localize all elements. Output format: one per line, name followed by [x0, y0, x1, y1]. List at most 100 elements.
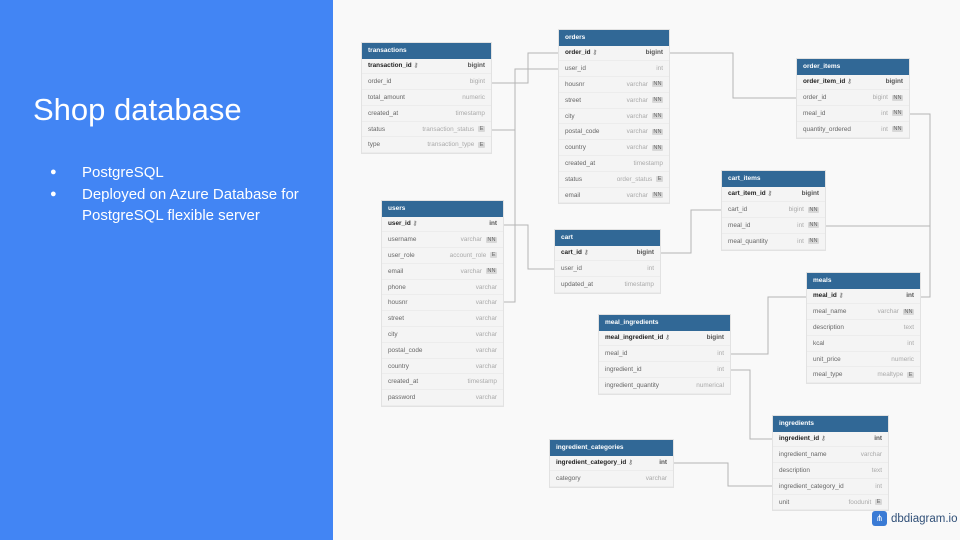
table-header[interactable]: cart	[555, 230, 660, 246]
field-name: created_at	[368, 110, 398, 117]
constraint-badge: NN	[485, 236, 497, 243]
table-header[interactable]: cart_items	[722, 171, 825, 187]
table-header[interactable]: meal_ingredients	[599, 315, 730, 331]
field-name: meal_id	[803, 110, 825, 117]
constraint-badge: NN	[807, 238, 819, 245]
table-field[interactable]: user_id⚷int	[382, 217, 503, 233]
table-header[interactable]: orders	[559, 30, 669, 46]
field-type-text: varchar	[645, 475, 667, 483]
table-field[interactable]: cart_item_id⚷bigint	[722, 187, 825, 203]
table-field[interactable]: order_item_id⚷bigint	[797, 75, 909, 91]
field-type-text: numerical	[696, 381, 724, 389]
field-name-text: unit	[779, 498, 790, 506]
table-field[interactable]: meal_ingredient_id⚷bigint	[599, 331, 730, 347]
table-field[interactable]: ingredient_category_id⚷int	[550, 456, 673, 472]
table-header[interactable]: users	[382, 201, 503, 217]
field-type-text: int	[659, 459, 667, 467]
table-field[interactable]: cart_id⚷bigint	[555, 246, 660, 262]
table-field[interactable]: transaction_id⚷bigint	[362, 59, 491, 75]
table-field[interactable]: description text	[773, 463, 888, 479]
key-icon: ⚷	[628, 460, 633, 467]
constraint-badge: E	[656, 176, 663, 183]
field-type: text	[872, 467, 882, 474]
field-name: description	[779, 467, 810, 474]
field-type: bigint	[707, 334, 724, 341]
field-type-text: varchar	[626, 144, 648, 152]
table-header[interactable]: ingredient_categories	[550, 440, 673, 456]
field-name: postal_code	[388, 347, 422, 354]
field-name-text: ingredient_name	[779, 451, 827, 459]
table-header[interactable]: order_items	[797, 59, 909, 75]
field-name-text: meal_ingredient_id	[605, 334, 664, 342]
table-field[interactable]: meal_id⚷int	[807, 289, 920, 305]
table-header[interactable]: meals	[807, 273, 920, 289]
table-header[interactable]: ingredients	[773, 416, 888, 432]
constraint-badge: NN	[651, 97, 663, 104]
table-field[interactable]: ingredient_id⚷int	[773, 432, 888, 448]
field-name: cart_id⚷	[561, 249, 588, 256]
field-name-text: cart_item_id	[728, 190, 766, 198]
table-field[interactable]: order_id⚷bigint	[559, 46, 669, 62]
table-header[interactable]: transactions	[362, 43, 491, 59]
